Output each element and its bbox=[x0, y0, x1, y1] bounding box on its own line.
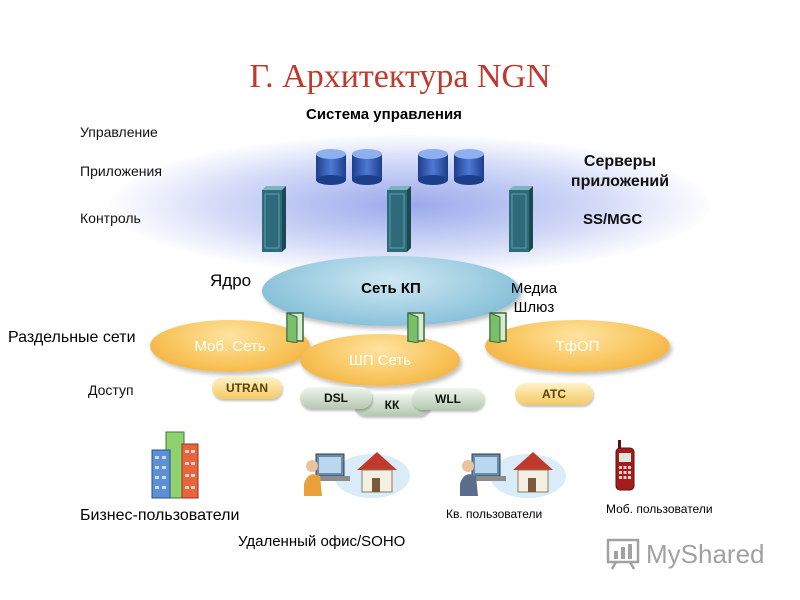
access-tag-kk: КК bbox=[354, 394, 430, 416]
database-icon bbox=[316, 149, 346, 185]
database-icons bbox=[316, 149, 484, 185]
watermark-logo-icon bbox=[606, 538, 640, 570]
gateway-icon bbox=[489, 312, 507, 343]
label-control: Контроль bbox=[80, 210, 141, 226]
watermark: MyShared bbox=[606, 538, 765, 570]
gateway-icon bbox=[286, 312, 304, 343]
label-management: Управление bbox=[80, 124, 158, 140]
access-tag-ats: АТС bbox=[515, 383, 593, 405]
core-network-label: Сеть КП bbox=[361, 279, 421, 297]
network-mobile-label: Моб. Сеть bbox=[194, 337, 266, 355]
label-remote-office: Удаленный офис/SOHO bbox=[238, 533, 406, 550]
label-app-servers: Серверы приложений bbox=[570, 153, 670, 190]
database-icon bbox=[352, 149, 382, 185]
label-ss-mgc: SS/MGC bbox=[583, 211, 643, 228]
label-mobile-users: Моб. пользователи bbox=[606, 502, 713, 516]
watermark-text: MyShared bbox=[646, 538, 765, 569]
home-office-icon bbox=[304, 452, 410, 498]
network-mobile: Моб. Сеть bbox=[150, 320, 310, 372]
home-user-icon bbox=[460, 452, 566, 498]
page-title: Г. Архитектура NGN bbox=[249, 58, 551, 95]
label-business-users: Бизнес-пользователи bbox=[80, 507, 240, 524]
gateway-icon bbox=[407, 312, 425, 343]
database-icon bbox=[454, 149, 484, 185]
network-broadband-label: ШП Сеть bbox=[348, 351, 412, 369]
network-broadband: ШП Сеть bbox=[300, 334, 460, 386]
mobile-phone-icon bbox=[615, 440, 635, 491]
access-tag-utran: UTRAN bbox=[212, 377, 282, 399]
label-management-system: Система управления bbox=[306, 106, 462, 123]
label-access: Доступ bbox=[88, 382, 134, 398]
label-applications: Приложения bbox=[80, 163, 162, 179]
network-pstn: ТфОП bbox=[485, 320, 670, 372]
label-core: Ядро bbox=[210, 271, 252, 290]
network-pstn-label: ТфОП bbox=[555, 337, 600, 355]
server-icon bbox=[387, 186, 411, 252]
server-icon bbox=[509, 186, 533, 252]
core-network: Сеть КП bbox=[262, 256, 520, 326]
label-media-gateway: Медиа Шлюз bbox=[510, 280, 558, 316]
label-home-users: Кв. пользователи bbox=[446, 507, 543, 521]
office-buildings-icon bbox=[151, 431, 199, 499]
access-tag-wll: WLL bbox=[412, 388, 484, 410]
access-tag-dsl: DSL bbox=[300, 387, 372, 409]
server-icon bbox=[262, 186, 286, 252]
label-separate-networks: Раздельные сети bbox=[8, 329, 136, 346]
database-icon bbox=[418, 149, 448, 185]
